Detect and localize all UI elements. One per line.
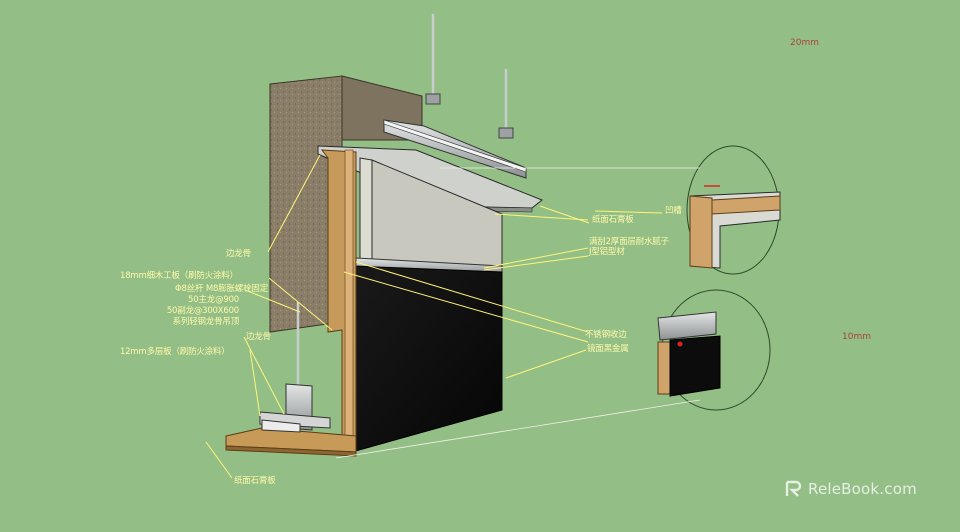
- label-plywood: 12mm多层板（刷防火涂料）: [120, 347, 230, 357]
- hanging-rods: [296, 14, 514, 392]
- mirror-black-panel: [351, 265, 503, 453]
- label-edge-keel-bottom: 边龙骨: [246, 332, 271, 342]
- bottom-bracket: [259, 383, 331, 433]
- wood-backing: [320, 149, 357, 449]
- label-ceiling-system: 系列轻钢龙骨吊顶: [172, 317, 240, 327]
- dimension-top: 20mm: [790, 38, 819, 48]
- floor-plate: [225, 427, 357, 457]
- label-sub-keel: 50副龙@300X600: [166, 306, 239, 316]
- label-paper-gypsum-bottom: 纸面石膏板: [234, 476, 276, 486]
- main-keel: [383, 119, 527, 179]
- label-recess: 凹槽: [665, 206, 682, 216]
- label-metal-panel: 满刮2厚面层耐水腻子: [589, 237, 669, 247]
- label-steel-trim: 不锈钢收边: [585, 330, 627, 340]
- label-j-profile: J型铝型材: [589, 247, 625, 257]
- detail-circle-top: [686, 145, 781, 275]
- label-paper-gypsum-top: 纸面石膏板: [592, 215, 634, 225]
- label-blockboard: 18mm细木工板（刷防火涂料）: [120, 271, 238, 281]
- upper-wall-panel: [359, 157, 503, 271]
- label-mirror-metal: 镜面黑金属: [587, 344, 629, 354]
- connector-lines: [335, 167, 701, 459]
- watermark-text: ReleBook.com: [808, 480, 917, 498]
- watermark: ReleBook.com: [784, 479, 917, 499]
- label-edge-keel-top: 边龙骨: [226, 249, 251, 259]
- label-rod: Φ8丝杆 M8膨胀螺栓固定: [175, 284, 268, 294]
- detail-circle-bottom: [657, 289, 771, 411]
- relebook-logo-icon: [785, 480, 802, 497]
- leader-lines: [205, 154, 663, 479]
- label-main-keel: 50主龙@900: [188, 295, 239, 305]
- dimension-middle: 10mm: [842, 332, 871, 342]
